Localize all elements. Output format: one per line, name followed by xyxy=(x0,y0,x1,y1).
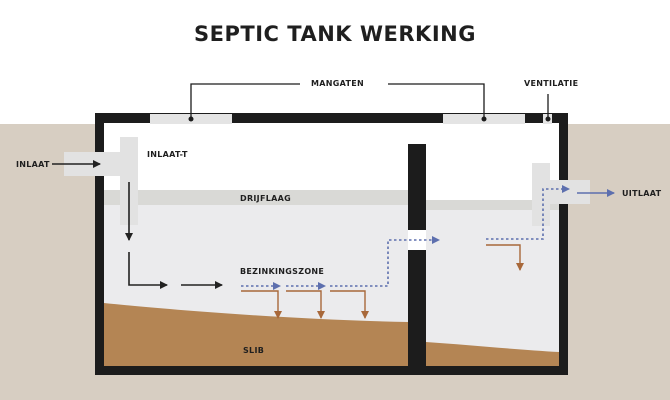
label-sludge: SLIB xyxy=(243,346,265,355)
outlet-tee xyxy=(532,163,550,226)
inlet-tee xyxy=(120,137,138,225)
liquid-right-chamber xyxy=(426,210,559,366)
clarified-flow-4 xyxy=(486,185,570,240)
vent-pointer-dot xyxy=(545,116,551,122)
tee-turn-arrow xyxy=(128,252,168,289)
manhole-right-pointer xyxy=(388,83,485,119)
label-outlet: UITLAAT xyxy=(622,189,662,198)
diagram-title: SEPTIC TANK WERKING xyxy=(194,22,476,46)
label-inlet-tee: INLAAT-T xyxy=(147,150,188,159)
manhole-left-pointer-dot xyxy=(188,116,194,122)
settling-arrow-1 xyxy=(241,290,282,319)
manhole-left-pointer xyxy=(190,83,300,119)
outlet-pipe xyxy=(550,180,590,204)
partition-wall-upper xyxy=(408,144,426,230)
clarified-flow-3 xyxy=(330,236,440,287)
settling-arrow-2 xyxy=(286,290,325,319)
sludge-right xyxy=(426,342,559,366)
settling-arrow-4 xyxy=(486,244,524,271)
partition-wall-lower xyxy=(408,250,426,366)
label-vent: VENTILATIE xyxy=(524,79,579,88)
manhole-right-pointer-dot xyxy=(481,116,487,122)
label-settling-zone: BEZINKINGSZONE xyxy=(240,267,325,276)
scum-layer-right xyxy=(426,200,559,210)
settling-arrow-3 xyxy=(330,290,369,319)
label-scum-layer: DRIJFLAAG xyxy=(240,194,291,203)
label-manholes: MANGATEN xyxy=(311,79,365,88)
scum-layer xyxy=(104,190,408,205)
sludge-left xyxy=(104,303,408,366)
label-inlet: INLAAT xyxy=(16,160,50,169)
